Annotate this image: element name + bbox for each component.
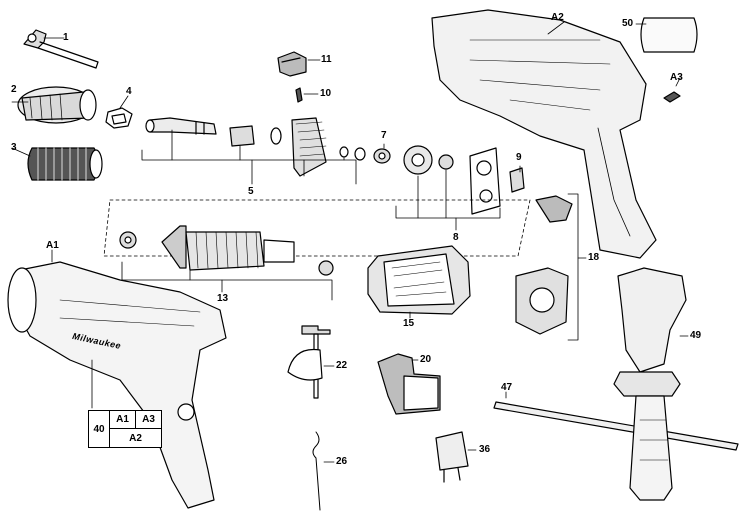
housing-kit-key-table: 40 A1 A3 A2 xyxy=(88,410,162,448)
depth-rod-drawing xyxy=(493,401,739,451)
label-part-7: 7 xyxy=(381,130,387,141)
label-part-22: 22 xyxy=(336,360,348,371)
label-part-a3: A3 xyxy=(670,72,683,83)
cord-spring-drawing xyxy=(312,431,321,511)
spindle-assembly-drawing xyxy=(145,117,366,177)
trigger-switch-drawing xyxy=(377,353,441,415)
label-part-13: 13 xyxy=(217,293,229,304)
label-part-4: 4 xyxy=(126,86,132,97)
label-part-a2: A2 xyxy=(551,12,564,23)
label-part-50: 50 xyxy=(622,18,634,29)
label-part-9: 9 xyxy=(516,152,522,163)
label-part-5: 5 xyxy=(248,186,254,197)
housing-half-right-drawing xyxy=(431,9,657,259)
screw-drawing xyxy=(295,87,303,103)
label-part-2: 2 xyxy=(11,84,17,95)
label-part-26: 26 xyxy=(336,456,348,467)
capacitor-drawing xyxy=(435,431,469,483)
label-part-11: 11 xyxy=(321,54,332,65)
switch-button-drawing xyxy=(277,51,307,77)
label-part-10: 10 xyxy=(320,88,332,99)
label-part-3: 3 xyxy=(11,142,17,153)
keyless-chuck-drawing xyxy=(27,147,103,181)
spring-clip-drawing xyxy=(509,167,525,193)
small-bearing-drawing xyxy=(373,148,391,164)
bearing-plate-drawing xyxy=(403,145,501,215)
key-table-a2: A2 xyxy=(129,432,142,444)
label-part-20: 20 xyxy=(420,354,432,365)
key-table-a1: A1 xyxy=(110,411,136,429)
label-part-49: 49 xyxy=(690,330,702,341)
label-part-1: 1 xyxy=(63,32,69,43)
label-part-a1: A1 xyxy=(46,240,59,251)
label-part-18: 18 xyxy=(588,252,600,263)
nameplate-drawing xyxy=(640,17,698,53)
stator-drawing xyxy=(367,245,471,315)
armature-drawing xyxy=(119,225,334,276)
label-part-15: 15 xyxy=(403,318,415,329)
label-part-36: 36 xyxy=(479,444,491,455)
label-part-8: 8 xyxy=(453,232,459,243)
key-table-a3: A3 xyxy=(136,411,161,429)
keyed-chuck-drawing xyxy=(17,86,97,124)
drill-housing-left-drawing xyxy=(7,261,227,509)
chuck-key-drawing xyxy=(23,29,99,69)
brush-assembly-drawing xyxy=(515,195,573,335)
label-part-47: 47 xyxy=(501,382,513,393)
spindle-clip-drawing xyxy=(105,107,133,129)
control-rod-drawing xyxy=(287,325,331,399)
housing-screw-drawing xyxy=(663,91,681,103)
key-table-ref: 40 xyxy=(89,411,110,447)
side-handle-drawing xyxy=(613,267,687,501)
